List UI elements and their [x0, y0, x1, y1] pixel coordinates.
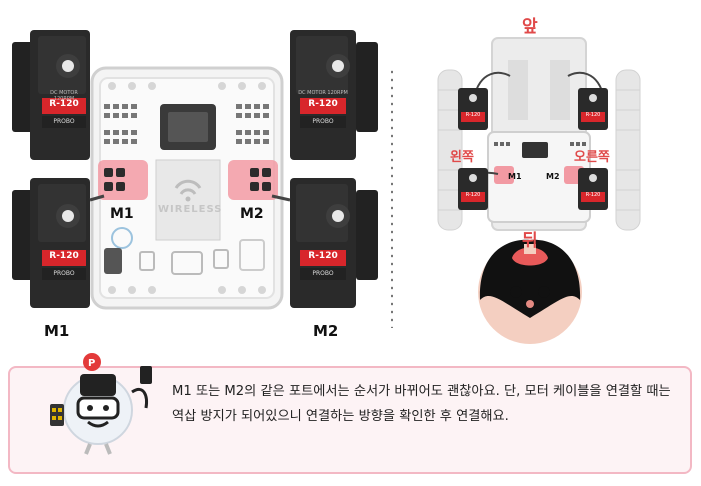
board-port-m2-label: M2 — [240, 206, 264, 222]
motor-label-m1: M1 — [44, 322, 70, 340]
servo-small-text: DC MOTOR 120RPM — [298, 90, 348, 96]
servo-model-label: R-120 — [308, 99, 338, 109]
servo-model-label: R-120 — [465, 192, 481, 198]
servo-model-label: R-120 — [465, 112, 481, 118]
direction-front-label: 앞 — [522, 17, 538, 37]
servo-motor-top-left — [12, 30, 90, 160]
servo-front-left — [458, 88, 488, 130]
mascot-face — [478, 239, 582, 344]
servo-motor-bottom-left — [12, 178, 90, 308]
servo-model-label: R-120 — [49, 251, 79, 261]
servo-small-text: DC MOTOR 120RPM — [50, 90, 78, 102]
right-port-m2-label: M2 — [546, 172, 560, 181]
servo-rear-left — [458, 168, 488, 210]
board-port-m1-label: M1 — [110, 206, 134, 222]
mainboard — [90, 66, 284, 310]
servo-front-right — [578, 88, 608, 130]
servo-brand-label: PROBO — [53, 270, 75, 277]
right-port-m1-label: M1 — [508, 172, 522, 181]
divider-dotted — [391, 68, 393, 328]
motor-label-m2: M2 — [313, 322, 339, 340]
servo-rear-right — [578, 168, 608, 210]
direction-back-label: 뒤 — [522, 231, 538, 251]
servo-model-label: R-120 — [585, 192, 601, 198]
servo-model-label: R-120 — [49, 99, 79, 109]
robot-chassis — [437, 37, 641, 231]
servo-model-label: R-120 — [308, 251, 338, 261]
servo-brand-label: PROBO — [53, 118, 75, 125]
direction-right-label: 오른쪽 — [574, 150, 610, 165]
servo-motor-bottom-right — [290, 178, 378, 308]
port-m2-highlight — [228, 160, 278, 200]
servo-brand-label: PROBO — [312, 118, 334, 125]
note-text: M1 또는 M2의 같은 포트에서는 순서가 바뀌어도 괜찮아요. 단, 모터 … — [172, 384, 671, 424]
svg-text:P: P — [88, 358, 95, 369]
servo-brand-label: PROBO — [312, 270, 334, 277]
robot-mascot: P — [50, 353, 152, 455]
direction-left-label: 왼쪽 — [450, 150, 474, 165]
port-m1-highlight — [98, 160, 148, 200]
board-wireless-marking: WIRELESS — [158, 204, 223, 215]
right-diagram — [437, 37, 641, 344]
left-diagram — [12, 30, 378, 310]
servo-motor-top-right — [290, 30, 378, 160]
servo-model-label: R-120 — [585, 112, 601, 118]
